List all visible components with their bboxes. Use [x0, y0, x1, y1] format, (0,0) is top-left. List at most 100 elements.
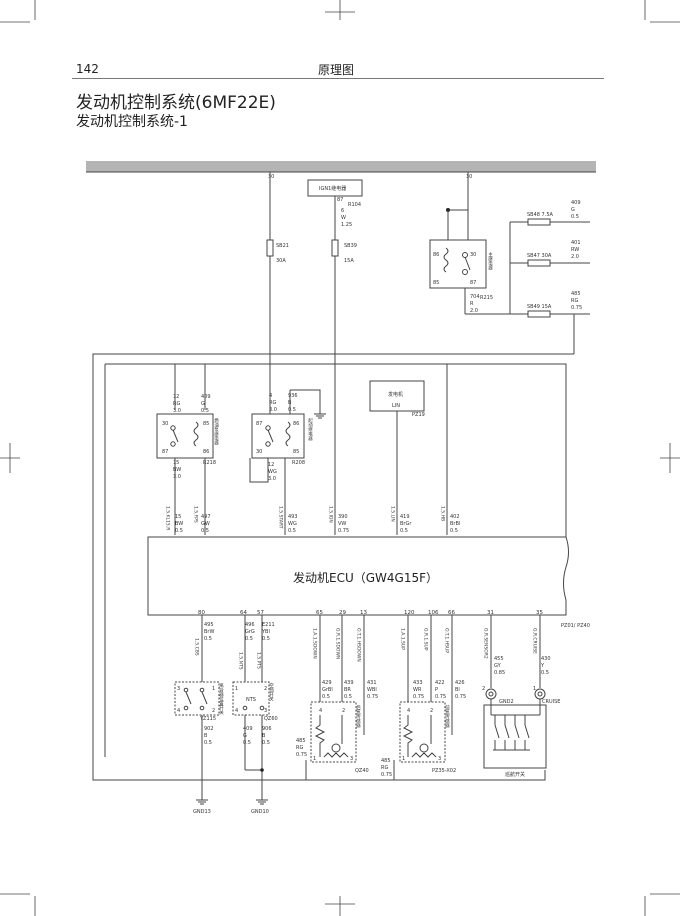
svg-text:64: 64	[240, 610, 247, 616]
st-wire-b-gauge: 0.5	[288, 407, 296, 413]
svg-text:1.5.START: 1.5.START	[278, 506, 284, 529]
ign1-wire-no: 6	[341, 208, 344, 214]
svg-text:VW: VW	[338, 521, 346, 527]
fp-wire-c-gauge: 3.0	[173, 474, 181, 480]
fuse-sb47	[527, 259, 551, 267]
fp-wire-c-color: BW	[173, 467, 181, 473]
svg-text:1.5.KL15.R: 1.5.KL15.R	[165, 506, 171, 530]
svg-text:GY: GY	[494, 663, 502, 669]
svg-text:495: 495	[204, 622, 214, 628]
st-relay-conn: R208	[292, 460, 305, 466]
svg-text:439: 439	[344, 680, 354, 686]
svg-text:422: 422	[435, 680, 445, 686]
svg-text:0.75: 0.75	[435, 694, 446, 700]
down-o2-pin-2: 2	[342, 708, 345, 714]
svg-text:0.5: 0.5	[204, 636, 212, 642]
svg-text:431: 431	[367, 680, 377, 686]
st-wire-a-no: 4	[269, 393, 272, 399]
cruise-pin-1: 1	[533, 686, 536, 692]
up-o2-conn: PZ35-X02	[432, 768, 456, 774]
svg-text:1.A.1.SDOWN: 1.A.1.SDOWN	[312, 628, 318, 659]
svg-text:15: 15	[175, 514, 181, 520]
fp-wire-c-no: 15	[173, 460, 179, 466]
main-relay-pin-86: 86	[433, 252, 439, 258]
fp-pin-30: 30	[162, 421, 168, 427]
svg-text:E211: E211	[262, 622, 275, 628]
st-pin-85: 85	[293, 449, 299, 455]
st-relay-coil	[285, 421, 291, 447]
fp-wire-b-gauge: 0.5	[201, 408, 209, 414]
svg-text:YBl: YBl	[261, 629, 270, 635]
svg-text:433: 433	[413, 680, 423, 686]
main-relay-pin-85: 85	[433, 280, 439, 286]
svg-text:BrBl: BrBl	[450, 521, 460, 527]
svg-text:G.R.1.SDOWN: G.R.1.SDOWN	[335, 628, 341, 659]
svg-text:GrG: GrG	[245, 629, 255, 635]
page-subtitle: 发动机控制系统-1	[76, 114, 188, 130]
svg-text:0.5: 0.5	[541, 670, 549, 676]
ign1-relay-label: IGN1继电器	[319, 185, 346, 192]
down-o2-pin-3: 3	[350, 756, 353, 762]
st-relay-label: 起动继电器	[308, 418, 313, 442]
fp-wire-a-color: RG	[173, 401, 180, 407]
nts-gnd-a-no: 409	[243, 726, 253, 732]
nts-pin-3: 3	[264, 708, 267, 714]
clutch-switch-label: 离合器位置开关	[219, 682, 224, 716]
svg-text:80: 80	[198, 610, 205, 616]
page-title: 发动机控制系统(6MF22E)	[76, 93, 276, 113]
nts-switch-label: 空挡开关	[269, 682, 274, 703]
svg-text:430: 430	[541, 656, 551, 662]
ecu-bottom-pins: 80 64 57 65 29 13 120 106 66 31 35	[198, 610, 543, 616]
st-pin-87: 87	[256, 421, 262, 427]
nts-gnd-a-gauge: 0.5	[243, 740, 251, 746]
st-wire-c-no: 12	[268, 462, 274, 468]
st-wire-b-color: B	[288, 400, 292, 406]
main-relay	[429, 239, 487, 289]
engine-ecu	[147, 536, 569, 616]
clutch-gnd-wire-no: 902	[204, 726, 214, 732]
svg-text:0.5: 0.5	[175, 528, 183, 534]
main-relay-wire-no: 704	[470, 294, 480, 300]
svg-text:0.75: 0.75	[338, 528, 349, 534]
fuse-sb39-name: SB39	[344, 243, 357, 249]
up-o2-pin-2: 2	[430, 708, 433, 714]
svg-text:419: 419	[400, 514, 410, 520]
fp-relay-conn: R218	[203, 460, 216, 466]
svg-text:0.75: 0.75	[367, 694, 378, 700]
svg-text:390: 390	[338, 514, 348, 520]
main-relay-label: 主继电器	[488, 251, 493, 272]
svg-text:1.5.FPS: 1.5.FPS	[193, 506, 199, 523]
svg-text:31: 31	[487, 610, 494, 616]
svg-text:P: P	[435, 687, 438, 693]
down-supply-color: RG	[296, 745, 303, 751]
nts-gnd-b-gauge: 0.5	[262, 740, 270, 746]
svg-text:0.5: 0.5	[262, 636, 270, 642]
ign1-conn: R104	[348, 202, 361, 208]
ign1-wire-gauge: 1.25	[341, 222, 352, 228]
fuse-sb39-rating: 15A	[344, 258, 354, 264]
fp-pin-86: 86	[203, 449, 209, 455]
clutch-pin-4: 4	[177, 708, 180, 714]
svg-text:66: 66	[448, 610, 455, 616]
fuse-sb49-name: SB49 15A	[527, 304, 552, 310]
fuse-sb21-name: SB21	[276, 243, 289, 249]
fp-wire-b-no: 409	[201, 394, 211, 400]
fp-wire-a-no: 12	[173, 394, 179, 400]
svg-text:BR: BR	[344, 687, 351, 693]
sb49-wire-gauge: 0.75	[571, 305, 582, 311]
nts-gnd-b-no: 906	[262, 726, 272, 732]
svg-text:BrW: BrW	[204, 629, 214, 635]
svg-text:WBl: WBl	[367, 687, 377, 693]
cruise-switch-contacts	[494, 715, 530, 750]
down-o2-pin-4: 4	[319, 708, 322, 714]
svg-text:497: 497	[201, 514, 211, 520]
main-relay-wire-color: R	[470, 301, 474, 307]
sb48-wire-no: 409	[571, 200, 581, 206]
sb48-wire-gauge: 0.5	[571, 214, 579, 220]
svg-text:GW: GW	[201, 521, 210, 527]
sb48-wire-color: G	[571, 207, 575, 213]
sb47-wire-color: RW	[571, 247, 579, 253]
svg-text:O.T.1.HSDOWN: O.T.1.HSDOWN	[356, 628, 362, 662]
